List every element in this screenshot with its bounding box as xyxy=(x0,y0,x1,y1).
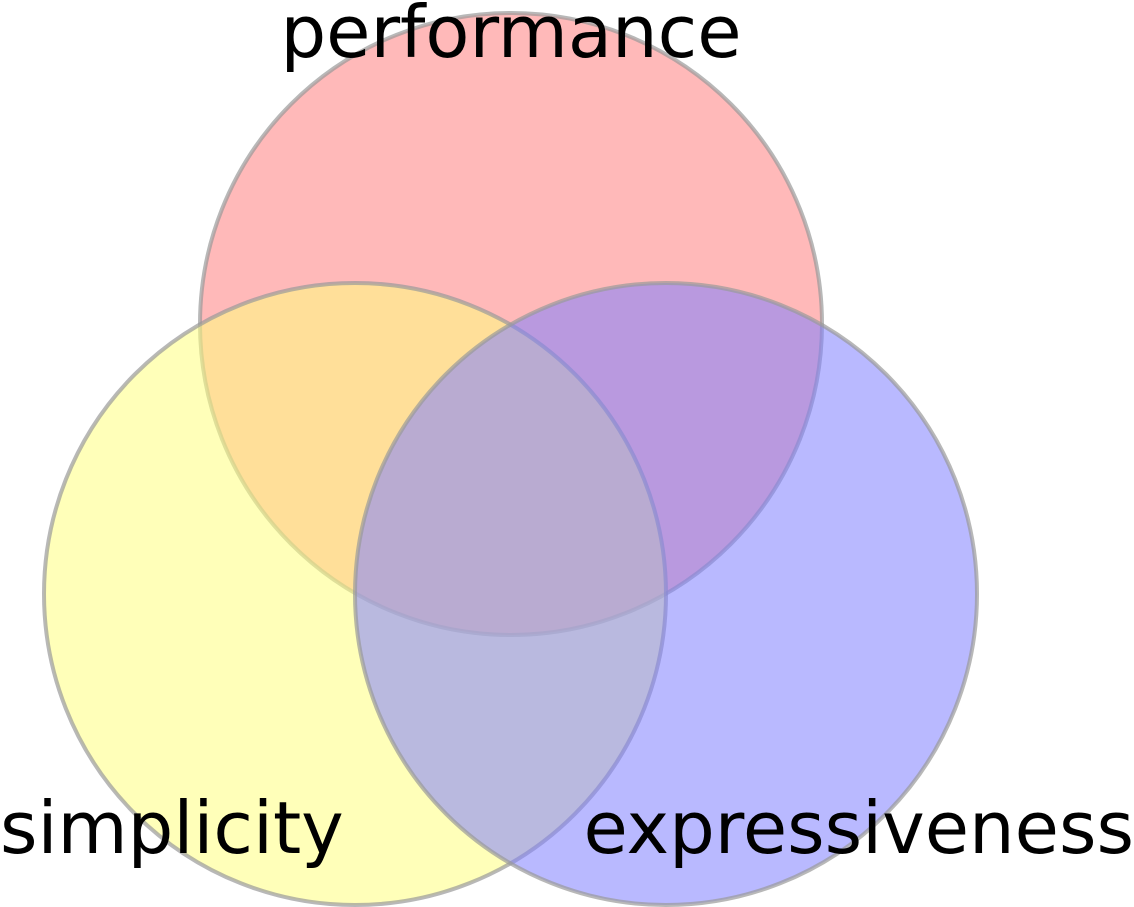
expressiveness-circle xyxy=(353,281,979,907)
expressiveness-label: expressiveness xyxy=(583,786,1134,870)
simplicity-label: simplicity xyxy=(0,786,344,870)
performance-label: performance xyxy=(280,0,741,74)
